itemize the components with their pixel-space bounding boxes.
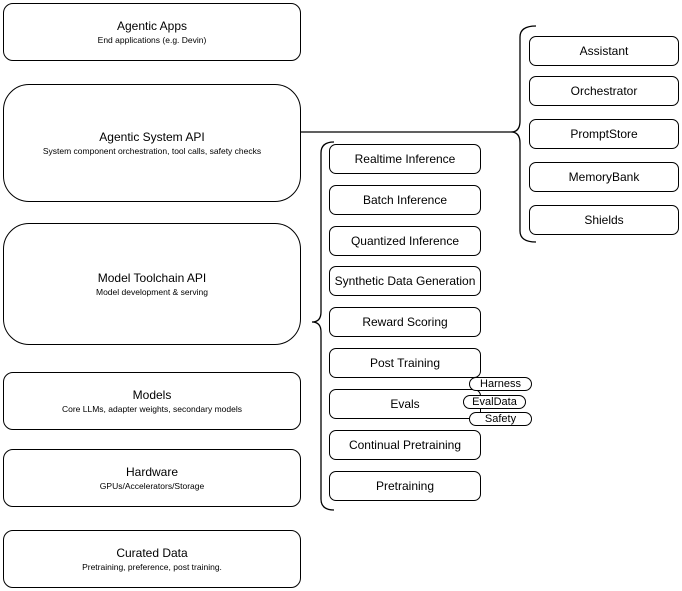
node-label: Evals <box>390 397 420 411</box>
node-title: Agentic System API <box>99 130 205 144</box>
node-subtitle: End applications (e.g. Devin) <box>97 35 207 45</box>
node-subtitle: GPUs/Accelerators/Storage <box>99 481 205 491</box>
node-orchestrator: Orchestrator <box>529 76 679 106</box>
node-label: Pretraining <box>375 479 435 493</box>
toolchain-components-brace <box>311 141 335 511</box>
tag-label: EvalData <box>472 396 517 408</box>
tag-label: Safety <box>484 413 517 425</box>
node-subtitle: Model development & serving <box>96 287 208 297</box>
node-subtitle: System component orchestration, tool cal… <box>42 146 262 156</box>
node-title: Hardware <box>125 465 179 479</box>
tag-label: Harness <box>480 378 521 390</box>
node-title: Curated Data <box>116 546 188 560</box>
node-title: Agentic Apps <box>116 19 188 33</box>
node-memorybank: MemoryBank <box>529 162 679 192</box>
node-label: PromptStore <box>570 127 638 141</box>
node-label: Batch Inference <box>362 193 448 207</box>
node-post-training: Post Training <box>329 348 481 378</box>
node-label: Realtime Inference <box>354 152 456 166</box>
node-reward-scoring: Reward Scoring <box>329 307 481 337</box>
node-shields: Shields <box>529 205 679 235</box>
tag-harness: Harness <box>469 377 532 391</box>
node-realtime-inference: Realtime Inference <box>329 144 481 174</box>
node-label: Continual Pretraining <box>348 438 462 452</box>
node-evals: Evals <box>329 389 481 419</box>
node-label: Reward Scoring <box>362 315 448 329</box>
node-subtitle: Core LLMs, adapter weights, secondary mo… <box>61 404 242 414</box>
node-quantized-inference: Quantized Inference <box>329 226 481 256</box>
node-label: MemoryBank <box>568 170 640 184</box>
tag-safety: Safety <box>469 412 532 426</box>
node-assistant: Assistant <box>529 36 679 66</box>
node-agentic-apps: Agentic Apps End applications (e.g. Devi… <box>3 3 301 61</box>
node-continual-pretraining: Continual Pretraining <box>329 430 481 460</box>
node-curated-data: Curated Data Pretraining, preference, po… <box>3 530 301 588</box>
node-label: Quantized Inference <box>350 234 460 248</box>
node-label: Post Training <box>369 356 441 370</box>
node-label: Synthetic Data Generation <box>334 274 476 288</box>
node-title: Models <box>132 388 172 402</box>
node-label: Orchestrator <box>570 84 638 98</box>
node-title: Model Toolchain API <box>97 271 207 285</box>
node-batch-inference: Batch Inference <box>329 185 481 215</box>
node-hardware: Hardware GPUs/Accelerators/Storage <box>3 449 301 507</box>
system-components-brace <box>510 25 537 243</box>
tag-evaldata: EvalData <box>463 395 526 409</box>
node-model-toolchain-api: Model Toolchain API Model development & … <box>3 223 301 345</box>
node-subtitle: Pretraining, preference, post training. <box>82 562 222 572</box>
node-label: Shields <box>584 213 624 227</box>
node-label: Assistant <box>579 44 629 58</box>
node-pretraining: Pretraining <box>329 471 481 501</box>
node-promptstore: PromptStore <box>529 119 679 149</box>
node-models: Models Core LLMs, adapter weights, secon… <box>3 372 301 430</box>
node-agentic-system-api: Agentic System API System component orch… <box>3 84 301 202</box>
node-synthetic-data-generation: Synthetic Data Generation <box>329 266 481 296</box>
